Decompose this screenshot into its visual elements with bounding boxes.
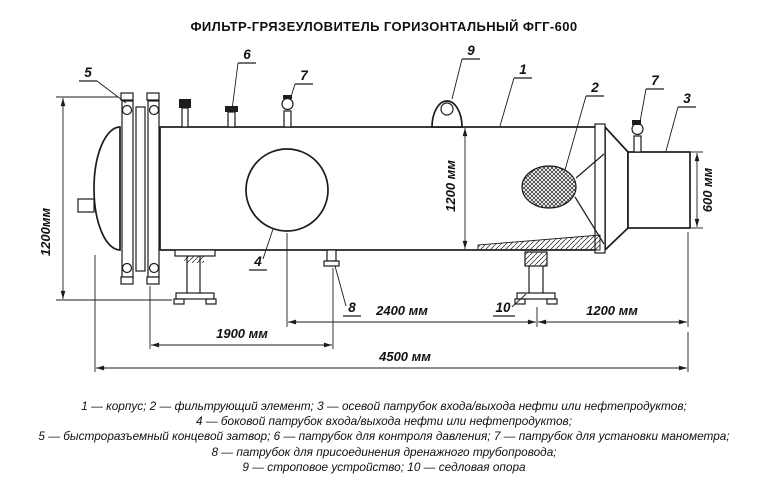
callout-10-label: 10	[495, 300, 511, 315]
bolt-head	[121, 262, 133, 274]
callout-4-label: 4	[253, 254, 262, 269]
filter-element	[477, 153, 605, 251]
dim-overall-length-label: 4500 мм	[378, 349, 431, 364]
callout-6: 6	[231, 47, 256, 111]
axial-nozzle	[627, 151, 691, 229]
small-boss	[179, 99, 191, 108]
bolt	[120, 276, 134, 285]
callout-10: 10	[493, 293, 527, 317]
callout-8-label: 8	[348, 300, 356, 315]
drain-nozzle	[323, 249, 340, 267]
internal-grid	[477, 234, 601, 251]
bolt	[120, 92, 134, 101]
callout-1-label: 1	[519, 62, 527, 77]
callout-7-right-label: 7	[651, 73, 660, 88]
dimension-shell-diameter: 1200 мм	[443, 128, 468, 249]
callout-9-label: 9	[467, 43, 475, 58]
callout-2: 2	[564, 80, 604, 171]
end-closure-flange	[120, 92, 191, 285]
manometer-fitting-left	[281, 95, 294, 128]
dimension-1200-right: 1200 мм	[538, 232, 689, 327]
side-nozzle-circle	[245, 148, 329, 232]
callout-7-left-label: 7	[300, 68, 309, 83]
manometer-fitting-right	[631, 120, 644, 153]
dim-1200-right-label: 1200 мм	[586, 303, 638, 318]
dim-nozzle-diameter-label: 600 мм	[700, 167, 715, 212]
legend-line-2: 4 — боковой патрубок входа/выхода нефти …	[196, 414, 572, 429]
bolt-head	[148, 104, 160, 116]
legend: 1 — корпус; 2 — фильтрующий элемент; 3 —…	[0, 399, 768, 475]
head-drain-boss	[77, 198, 95, 213]
dimension-overall-length: 4500 мм	[94, 255, 689, 372]
callout-7-left: 7	[289, 68, 313, 101]
callout-3-label: 3	[683, 91, 691, 106]
right-flange	[594, 123, 606, 254]
callout-6-label: 6	[243, 47, 251, 62]
dimension-nozzle-diameter: 600 мм	[691, 151, 715, 229]
callout-4: 4	[249, 228, 274, 271]
callout-2-label: 2	[590, 80, 599, 95]
bolt-head	[121, 104, 133, 116]
callout-8: 8	[334, 265, 361, 317]
dim-overall-height-label: 1200мм	[38, 208, 53, 257]
dimension-overall-height: 1200мм	[38, 96, 172, 301]
legend-line-1: 1 — корпус; 2 — фильтрующий элемент; 3 —…	[81, 399, 687, 413]
dimension-1900: 1900 мм	[149, 268, 334, 349]
pressure-nozzle	[225, 106, 238, 128]
dim-shell-diameter-label: 1200 мм	[443, 160, 458, 212]
dimension-2400: 2400 мм	[286, 233, 538, 327]
bolt	[146, 92, 160, 101]
left-head	[93, 126, 121, 251]
legend-line-3: 5 — быстроразъемный концевой затвор; 6 —…	[38, 429, 730, 444]
callout-5-label: 5	[84, 65, 92, 80]
saddle-support-left	[173, 249, 217, 305]
bolt-head	[148, 262, 160, 274]
cone-transition	[604, 124, 629, 252]
bolt	[146, 276, 160, 285]
dim-1900-label: 1900 мм	[216, 326, 268, 341]
callout-1: 1	[499, 62, 532, 127]
saddle-support-right	[514, 251, 558, 305]
callout-9: 9	[451, 43, 480, 100]
callout-7-right: 7	[639, 73, 664, 123]
page-title: ФИЛЬТР-ГРЯЗЕУЛОВИТЕЛЬ ГОРИЗОНТАЛЬНЫЙ ФГГ…	[190, 19, 578, 34]
legend-line-5: 9 — строповое устройство; 10 — седловая …	[242, 459, 526, 474]
callout-5: 5	[79, 65, 127, 104]
callout-3: 3	[665, 91, 696, 152]
dim-2400-label: 2400 мм	[375, 303, 428, 318]
lifting-lug	[431, 100, 463, 128]
legend-line-4: 8 — патрубок для присоединения дренажног…	[211, 444, 557, 459]
